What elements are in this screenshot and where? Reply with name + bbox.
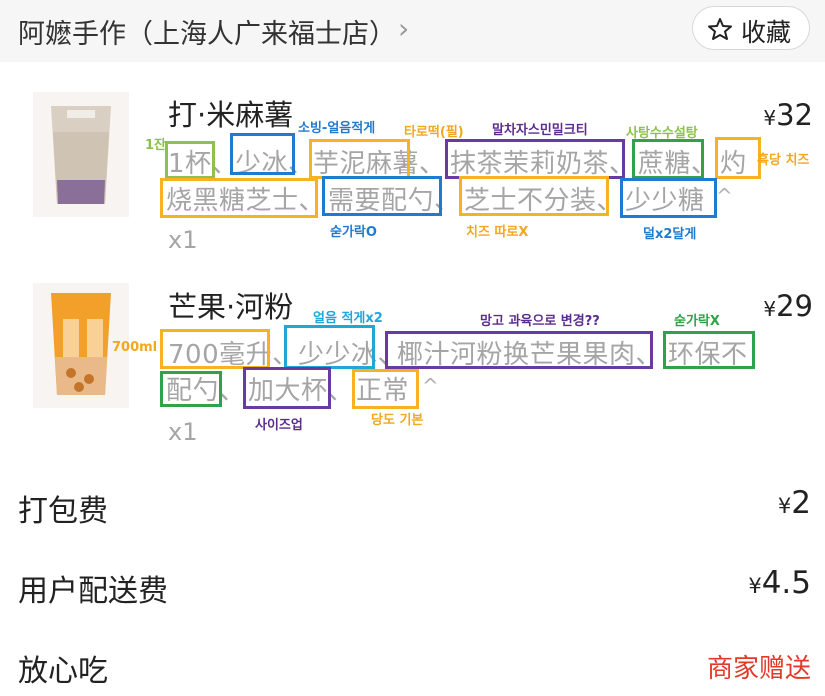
annotation-note: 얼음 적게x2	[313, 311, 383, 326]
product-quantity: x1	[168, 226, 198, 254]
packing-fee-label: 打包费	[18, 494, 108, 529]
option-text: 抹茶茉莉奶茶、	[450, 149, 636, 179]
product-price: ¥29	[763, 289, 813, 323]
favorite-label: 收藏	[741, 18, 792, 47]
annotation-box	[459, 176, 609, 216]
annotation-note: 당도 기본	[371, 413, 424, 428]
packing-fee-value: ¥2	[777, 485, 811, 521]
annotation-box	[160, 371, 222, 407]
annotation-note: 소빙-얼음적게	[298, 121, 376, 136]
annotation-note: 700ml	[112, 340, 158, 355]
annotation-box	[715, 137, 761, 179]
product-image[interactable]	[33, 92, 129, 217]
annotation-box	[322, 176, 442, 216]
product-name: 打·米麻薯	[168, 98, 294, 132]
annotation-box	[385, 331, 653, 369]
annotation-box	[160, 178, 318, 218]
chevron-right-icon[interactable]: ›	[398, 12, 410, 45]
option-text: 环保不	[668, 340, 748, 370]
delivery-fee-label: 用户配送费	[18, 574, 168, 609]
store-header: 阿嬷手作（上海人广来福士店） › 收藏	[0, 0, 825, 62]
option-text: 加大杯、	[248, 376, 355, 406]
annotation-box	[160, 329, 270, 369]
annotation-note: 숟가락X	[674, 314, 720, 329]
annotation-note: 말차자스민밀크티	[492, 123, 588, 138]
annotation-box	[284, 325, 375, 369]
assurance-label: 放心吃	[18, 654, 108, 689]
annotation-box	[352, 369, 419, 409]
annotation-note: 망고 과육으로 변경??	[480, 314, 600, 329]
annotation-box	[309, 139, 410, 179]
annotation-note: 숟가락O	[330, 225, 377, 240]
product-quantity: x1	[168, 418, 198, 446]
merchant-gift-badge: 商家赠送	[706, 654, 811, 684]
favorite-button[interactable]: 收藏	[692, 6, 810, 50]
option-text: 少少糖	[625, 186, 705, 216]
annotation-box	[632, 139, 704, 179]
chevron-up-icon[interactable]: ^	[716, 184, 733, 208]
option-text: 灼	[720, 149, 747, 179]
annotation-note: 치즈 따로X	[466, 225, 529, 240]
annotation-box	[663, 331, 755, 369]
product-image[interactable]	[33, 283, 129, 408]
annotation-note: 타로떡(필)	[404, 125, 464, 140]
option-text: 正常	[356, 376, 410, 406]
annotation-box	[230, 133, 295, 175]
product-name: 芒果·河粉	[168, 290, 294, 324]
option-text: 需要配勺、	[328, 186, 461, 216]
annotation-box	[243, 367, 331, 409]
option-text: 芝士不分装、	[464, 186, 624, 216]
option-text: 配勺、	[166, 376, 246, 406]
option-text: 烧黑糖芝士、	[166, 186, 326, 216]
option-text: 芋泥麻薯、	[313, 149, 446, 179]
option-text: 1杯、	[168, 149, 239, 179]
product-price: ¥32	[763, 98, 813, 132]
option-text: 椰汁河粉换芒果果肉、	[397, 340, 663, 370]
annotation-note: 1잔	[145, 138, 167, 153]
delivery-fee-value: ¥4.5	[748, 565, 811, 601]
annotation-box	[165, 141, 215, 179]
star-icon	[708, 18, 732, 40]
annotation-note: 사이즈업	[255, 418, 303, 433]
annotation-note: 흑당 치즈	[757, 153, 810, 168]
annotation-note: 덜x2달게	[643, 227, 697, 242]
annotation-box	[445, 139, 625, 179]
store-name[interactable]: 阿嬷手作（上海人广来福士店）	[18, 19, 396, 50]
chevron-up-icon[interactable]: ^	[422, 374, 439, 398]
annotation-note: 사탕수수설탕	[626, 126, 698, 141]
option-text: 700毫升、	[168, 340, 299, 370]
annotation-box	[620, 178, 717, 218]
